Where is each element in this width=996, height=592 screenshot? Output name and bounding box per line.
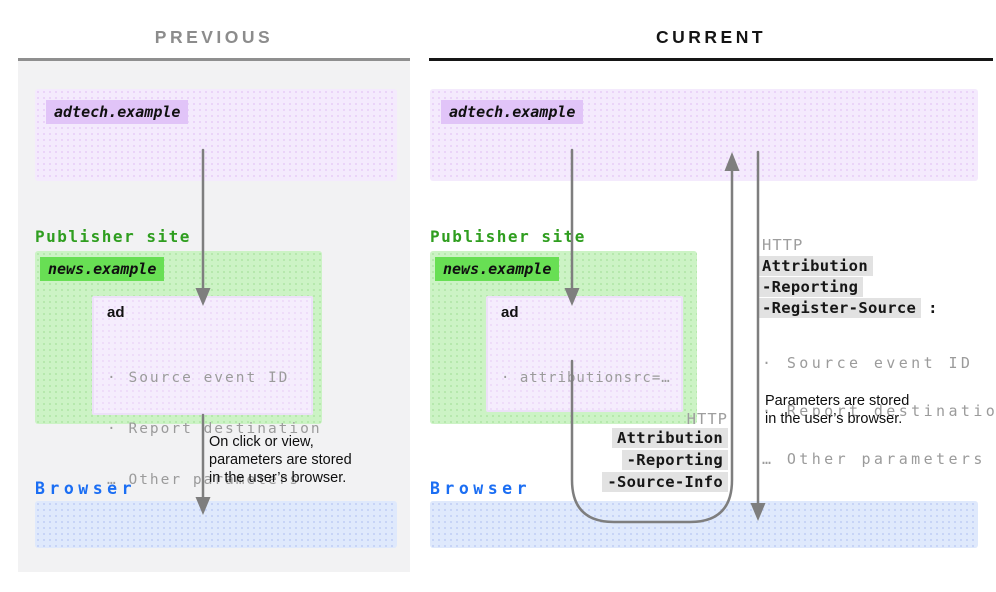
request-header-chip: -Reporting: [621, 450, 728, 470]
note-line: in the user’s browser.: [209, 470, 347, 486]
previous-browser-box: [35, 501, 397, 548]
response-header-chip: Attribution: [757, 256, 873, 276]
response-header-chip: -Reporting: [757, 277, 864, 297]
note-line: Parameters are stored: [765, 393, 910, 409]
response-header-colon: :: [928, 299, 938, 317]
current-browser-label: Browser: [430, 479, 532, 498]
current-browser-box: [430, 501, 978, 548]
http-request-headers: HTTP Attribution -Reporting -Source-Info: [602, 410, 728, 494]
note-line: On click or view,: [209, 434, 314, 450]
note-line: in the user’s browser.: [765, 411, 903, 427]
previous-ad-box: ad · Source event ID · Report destinatio…: [92, 296, 320, 488]
previous-column-title: PREVIOUS: [154, 27, 274, 47]
ad-param-line: · Report destination: [107, 421, 322, 437]
response-header-chip: -Register-Source: [757, 298, 922, 318]
previous-ad-label: ad: [107, 304, 125, 321]
http-protocol-label: HTTP: [762, 236, 804, 254]
current-column-title: CURRENT: [655, 27, 767, 47]
previous-news-domain-chip: news.example: [40, 257, 165, 281]
current-ad-box: ad · attributionsrc=…: [486, 296, 683, 412]
current-ad-label: ad: [501, 304, 519, 321]
response-param-line: · Report destination: [762, 402, 996, 420]
previous-browser-label: Browser: [35, 479, 137, 498]
ad-param-line: … Other parameters: [107, 472, 301, 488]
http-response-headers: HTTP Attribution -Reporting -Register-So…: [757, 236, 996, 499]
current-note: Parameters are stored in the user’s brow…: [765, 392, 955, 428]
previous-adtech-box: adtech.example: [35, 89, 397, 181]
current-adtech-domain-chip: adtech.example: [441, 100, 584, 124]
response-params: · Source event ID · Report destination ……: [762, 323, 996, 499]
current-ad-params: · attributionsrc=…: [501, 336, 681, 421]
current-adtech-box: adtech.example: [430, 89, 978, 181]
ad-param-line: · attributionsrc=…: [501, 370, 671, 386]
response-param-line: … Other parameters: [762, 450, 986, 468]
current-publisher-site-label: Publisher site: [430, 227, 586, 246]
previous-publisher-site-label: Publisher site: [35, 227, 191, 246]
previous-note: On click or view, parameters are stored …: [209, 433, 389, 487]
previous-divider-line: [18, 58, 410, 61]
previous-ad-params: · Source event ID · Report destination ……: [107, 336, 322, 523]
response-param-line: · Source event ID: [762, 354, 974, 372]
request-header-chip: -Source-Info: [602, 472, 728, 492]
note-line: parameters are stored: [209, 452, 352, 468]
previous-adtech-domain-chip: adtech.example: [46, 100, 189, 124]
current-divider-line: [429, 58, 993, 61]
ad-param-line: · Source event ID: [107, 370, 290, 386]
http-protocol-label: HTTP: [686, 410, 728, 428]
request-header-chip: Attribution: [612, 428, 728, 448]
current-news-domain-chip: news.example: [435, 257, 560, 281]
